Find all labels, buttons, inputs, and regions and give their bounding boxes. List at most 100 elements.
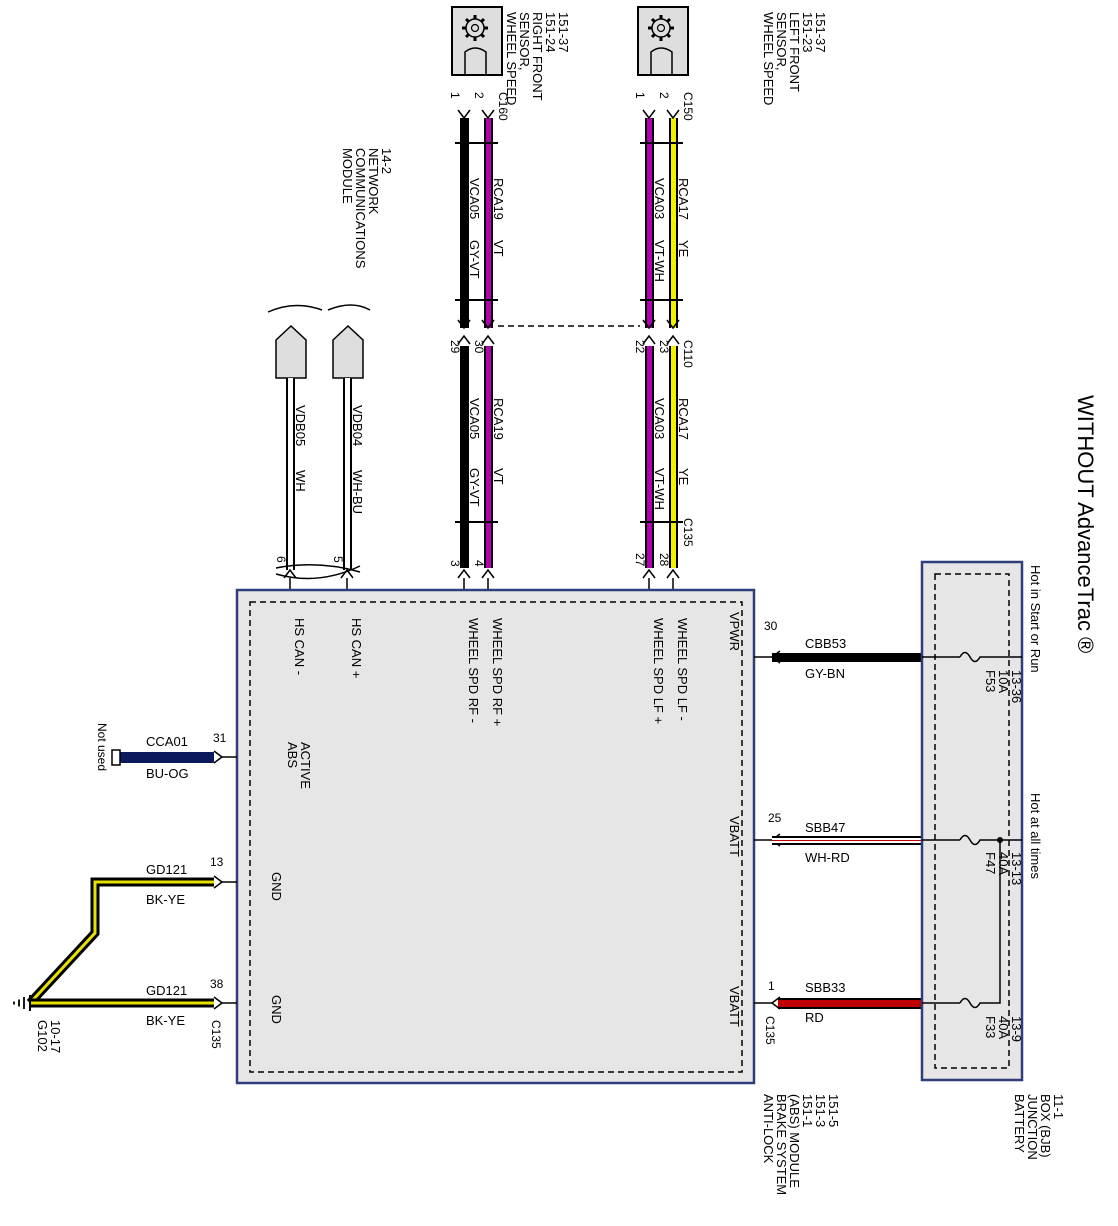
pin-lf-1: 1 bbox=[633, 92, 647, 99]
wire-label-rf-lower-a-circuit: VCA05 bbox=[467, 398, 482, 439]
wire-label-rf-upper-b-circuit: RCA19 bbox=[491, 178, 506, 220]
can-bus-wires bbox=[267, 304, 371, 592]
fuse-f33-label: F33 40A 13-9 bbox=[983, 1016, 1024, 1042]
wire-label-cbb53: CBB53 bbox=[805, 636, 846, 651]
wire-label-lf-lower-a-circuit: VCA03 bbox=[652, 398, 667, 439]
pin-num-38: 38 bbox=[210, 977, 224, 991]
sensor-lf-lead bbox=[650, 47, 673, 75]
fuse-f33-icon bbox=[959, 997, 990, 1009]
fuse-f53-icon bbox=[959, 651, 1000, 663]
pin-gnd-1: GND bbox=[269, 872, 284, 901]
wire-label-sbb47: SBB47 bbox=[805, 820, 845, 835]
wires-upper bbox=[455, 109, 683, 345]
wire-lf-lower-ye bbox=[671, 346, 676, 568]
wire-lf-upper-vtwh bbox=[647, 118, 652, 328]
pin-vpwr: VPWR bbox=[727, 612, 742, 651]
wire-label-lf-lower-b-circuit: RCA17 bbox=[676, 398, 691, 440]
c135-pin-3: 3 bbox=[448, 560, 462, 567]
abs-module-box bbox=[235, 588, 756, 1085]
wire-label-gd121-2: GD121 bbox=[146, 983, 187, 998]
pin-wheel-spd-lf-low: WHEEL SPD LF - bbox=[675, 618, 690, 721]
wire-label-cca01: CCA01 bbox=[146, 734, 188, 749]
pin-vbatt-1: VBATT bbox=[727, 816, 742, 857]
connector-c135-left: C135 bbox=[209, 1020, 223, 1049]
wire-label-rf-lower-b-circuit: RCA19 bbox=[491, 398, 506, 440]
battery-junction-box bbox=[920, 560, 1024, 1082]
wire-label-bk-ye-2: BK-YE bbox=[146, 1013, 185, 1028]
wire-label-gy-bn: GY-BN bbox=[805, 666, 845, 681]
pin-wheel-spd-lf-high: WHEEL SPD LF + bbox=[651, 618, 666, 724]
pin-wheel-spd-rf-low: WHEEL SPD RF - bbox=[466, 618, 481, 723]
pin-num-1: 1 bbox=[768, 979, 775, 993]
bjb-inner bbox=[934, 573, 1010, 1069]
wire-rf-lower-gyvt bbox=[460, 346, 469, 568]
c135-pin-27: 27 bbox=[633, 553, 647, 567]
connector-c160: C160 bbox=[496, 92, 510, 121]
wire-label-wh-rd: WH-RD bbox=[805, 850, 850, 865]
c110-pin-29: 29 bbox=[448, 340, 462, 354]
pin-lf-2: 2 bbox=[657, 92, 671, 99]
wire-label-can-low-color: WH bbox=[293, 470, 308, 492]
pin-num-31: 31 bbox=[213, 731, 227, 745]
wire-label-lf-lower-a-color: VT-WH bbox=[652, 468, 667, 510]
wire-label-rf-lower-a-color: GY-VT bbox=[467, 468, 482, 507]
pin-num-25: 25 bbox=[768, 811, 782, 825]
wire-label-rd: RD bbox=[805, 1010, 824, 1025]
c135-pin-4: 4 bbox=[472, 560, 486, 567]
pin-hs-can-high: HS CAN + bbox=[349, 618, 364, 678]
fuse-f53-label: F53 10A 13-36 bbox=[983, 670, 1024, 703]
wire-label-gd121-1: GD121 bbox=[146, 862, 187, 877]
wire-label-bu-og: BU-OG bbox=[146, 766, 189, 781]
can-pin-5: 5 bbox=[331, 556, 345, 563]
wire-label-can-high-circuit: VDB04 bbox=[350, 405, 365, 446]
sensor-lf-body bbox=[637, 6, 689, 76]
can-pin-6: 6 bbox=[274, 556, 288, 563]
pin-rf-1: 1 bbox=[448, 92, 462, 99]
wire-label-sbb33: SBB33 bbox=[805, 980, 845, 995]
sensor-left-front: WHEEL SPEED SENSOR, LEFT FRONT 151-23 15… bbox=[637, 6, 828, 109]
wire-label-can-low-circuit: VDB05 bbox=[293, 405, 308, 446]
wire-label-rf-lower-b-color: VT bbox=[491, 468, 506, 485]
c110-pin-22: 22 bbox=[633, 340, 647, 354]
fuse-f47-label: F47 40A 13-13 bbox=[983, 852, 1024, 885]
connector-c150: C150 bbox=[681, 92, 695, 121]
pin-hs-can-low: HS CAN - bbox=[292, 618, 307, 675]
diagram-title: WITHOUT AdvanceTrac ® bbox=[1073, 395, 1098, 653]
can-low-connector-icon bbox=[275, 324, 307, 379]
pin-num-13: 13 bbox=[210, 855, 224, 869]
fuse-f47-icon bbox=[959, 834, 1000, 846]
gear-icon bbox=[648, 15, 674, 41]
wire-rf-upper-gyvt bbox=[460, 118, 469, 328]
sensor-lf-label: WHEEL SPEED SENSOR, LEFT FRONT 151-23 15… bbox=[761, 12, 828, 109]
pin-abs-active: ABS ACTIVE bbox=[285, 742, 313, 789]
ground-icon bbox=[13, 995, 31, 1011]
pin-wheel-spd-rf-high: WHEEL SPD RF + bbox=[490, 618, 505, 726]
wire-rf-lower-vt bbox=[486, 346, 491, 568]
wire-lf-upper-ye bbox=[671, 118, 676, 328]
c135-pin-28: 28 bbox=[657, 553, 671, 567]
sensor-rf-label: WHEEL SPEED SENSOR, RIGHT FRONT 151-24 1… bbox=[504, 12, 571, 109]
pin-num-30: 30 bbox=[764, 619, 778, 633]
bjb-box bbox=[920, 560, 1024, 1082]
ground-g102-label: G102 10-17 bbox=[35, 1020, 63, 1055]
connector-c110: C110 bbox=[681, 340, 695, 368]
wire-cca01 bbox=[118, 752, 214, 763]
wire-label-rf-upper-a-circuit: VCA05 bbox=[467, 178, 482, 219]
hot-all-times-label: Hot at all times bbox=[1028, 793, 1043, 879]
wire-label-lf-upper-a-circuit: VCA03 bbox=[652, 178, 667, 219]
abs-module-inner bbox=[249, 601, 743, 1073]
c110-pin-23: 23 bbox=[657, 340, 671, 354]
wire-label-lf-upper-b-color: YE bbox=[676, 240, 691, 258]
c110-pin-30: 30 bbox=[472, 340, 486, 354]
wire-label-lf-lower-b-color: YE bbox=[676, 468, 691, 486]
wires-lower bbox=[455, 346, 683, 592]
power-wires bbox=[754, 650, 922, 1010]
abs-module bbox=[235, 588, 756, 1085]
mcn-label: MODULE COMMUNICATIONS NETWORK 14-2 bbox=[340, 148, 394, 272]
bjb-label: BATTERY JUNCTION BOX (BJB) 11-1 bbox=[1012, 1094, 1066, 1163]
left-wires bbox=[13, 749, 237, 1011]
not-used-terminal-icon bbox=[111, 749, 121, 766]
hot-start-run-label: Hot in Start or Run bbox=[1028, 565, 1043, 673]
not-used-label: Not used bbox=[95, 723, 109, 771]
